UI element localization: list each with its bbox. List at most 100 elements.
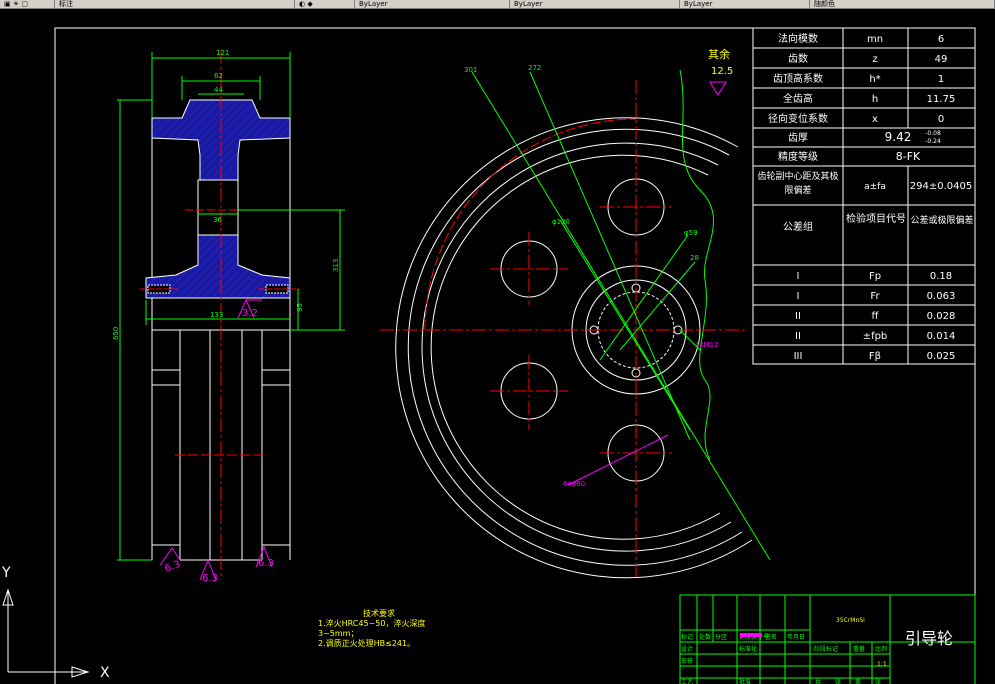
tb-cell: 张 (835, 678, 841, 684)
toolbar-strip: ▣ ☀ ▢ 标注 ◐ ◆ ByLayer ByLayer ByLayer 随颜色 (0, 0, 995, 9)
roughness-symbols (159, 81, 727, 581)
tb-material: 35CrMnSi (836, 617, 865, 624)
row-sym: x (872, 114, 878, 125)
row-val: 1 (938, 74, 944, 85)
linetype-dropdown[interactable]: ByLayer (510, 0, 680, 8)
tb-cell: 张 (875, 678, 881, 684)
check-val: 0.18 (930, 271, 952, 282)
notes-title: 技术要求 (363, 608, 395, 618)
tb-cell: 年月日 (787, 633, 805, 641)
dim-121: 121 (216, 49, 229, 57)
roughness-6-3-a: 6.3 (163, 559, 182, 575)
front-view (380, 69, 753, 580)
cad-drawing[interactable]: 121 62 44 36 133 313 95 650 3.2 6.3 6.3 … (0, 9, 995, 684)
thickness-val: 9.42 (885, 130, 912, 144)
layer-dropdown[interactable]: 标注 (55, 0, 295, 8)
tb-cell: 共 (815, 678, 821, 684)
section-dimensions (117, 52, 345, 561)
title-block: 标记 处数 分区 更改文件号 签名 年月日 设计 标准化 阶段标记 重量 比例 … (679, 594, 976, 684)
dim-650: 650 (112, 327, 120, 340)
check-group: III (794, 351, 803, 362)
notes-line: 3~5mm； (318, 629, 358, 638)
row-name: 齿顶高系数 (773, 72, 823, 85)
lineweight-dropdown[interactable]: ByLayer (680, 0, 810, 8)
row-name: 全齿高 (783, 92, 813, 105)
dim-133: 133 (210, 311, 223, 319)
axis-y-label: Y (1, 565, 11, 581)
check-code: ±fpb (863, 331, 888, 342)
roughness-rest-label: 其余 (708, 47, 730, 61)
check-code: Fp (869, 271, 881, 282)
check-code: ff (872, 311, 880, 322)
accuracy-val: 8-FK (896, 150, 921, 163)
check-val: 0.028 (927, 311, 956, 322)
check-group: II (795, 331, 801, 342)
row-sym: z (872, 54, 877, 65)
toolbar-layer-icons[interactable]: ▣ ☀ ▢ (0, 0, 55, 8)
section-view (140, 50, 300, 580)
check-group: I (797, 271, 800, 282)
row-val: 11.75 (927, 94, 956, 105)
row-name: 齿数 (788, 52, 808, 65)
tb-cell: 第 (855, 678, 861, 684)
dim-301: 301 (464, 66, 477, 74)
tb-cell: 标记 (681, 633, 693, 641)
header-limit: 公差或极限偏差 (910, 216, 974, 226)
tb-scale: 1:1 (877, 661, 887, 668)
tb-cell: 批准 (739, 678, 751, 684)
color-dropdown[interactable]: ByLayer (355, 0, 510, 8)
layer-tools-icons[interactable]: ◐ ◆ (295, 0, 355, 8)
dim-36: 36 (213, 216, 222, 224)
front-dimensions (471, 71, 771, 561)
header-item: 检验项目代号 (846, 214, 906, 225)
roughness-12-5: 12.5 (711, 66, 733, 77)
ucs-icon (2, 588, 90, 678)
row-val: 0 (938, 114, 944, 125)
notes-line: 2.调质正火处理HB≤241。 (318, 638, 415, 648)
row-sym: h* (869, 74, 880, 85)
row-val: 49 (935, 54, 948, 65)
roughness-6-3-b: 6.3 (202, 573, 218, 584)
drawing-canvas[interactable]: 121 62 44 36 133 313 95 650 3.2 6.3 6.3 … (0, 9, 995, 684)
hatch-bottom (145, 234, 291, 299)
roughness-3-2: 3.2 (242, 308, 258, 319)
gear-table: 法向模数 mn 6 齿数 z 49 齿顶高系数 h* 1 全齿高 h 11.75… (752, 27, 976, 365)
check-code: Fr (870, 291, 880, 302)
tb-cell: 处数 (699, 633, 711, 641)
dim-d59: φ59 (684, 229, 698, 237)
dim-28: 28 (690, 254, 699, 262)
row-sym: mn (867, 34, 883, 45)
dim-6xd60: 6xφ60 (563, 480, 585, 488)
thickness-upper: -0.08 (925, 130, 941, 137)
layer-name: 标注 (59, 0, 73, 8)
dim-62: 62 (214, 72, 223, 80)
axis-x-label: X (100, 665, 110, 681)
center-val: 294±0.0405 (910, 181, 972, 192)
check-group: II (795, 311, 801, 322)
check-val: 0.063 (927, 291, 956, 302)
row-name: 法向模数 (778, 32, 818, 45)
check-code: Fβ (869, 351, 881, 362)
technical-notes: 技术要求 1.淬火HRC45~50，淬火深度 3~5mm； 2.调质正火处理HB… (318, 608, 425, 648)
tb-cell: 工艺 (681, 678, 693, 684)
accuracy-name: 精度等级 (778, 150, 818, 163)
dim-44: 44 (214, 86, 223, 94)
part-name: 引导轮 (905, 629, 953, 648)
dim-272: 272 (528, 64, 541, 72)
row-val: 6 (938, 34, 944, 45)
tb-cell: 重量 (853, 645, 865, 653)
plotstyle-dropdown[interactable]: 随颜色 (810, 0, 995, 8)
tb-cell: 比例 (875, 645, 887, 653)
roughness-6-3-c: 6.3 (258, 558, 274, 569)
row-sym: h (872, 94, 878, 105)
thickness-name: 齿厚 (788, 132, 808, 144)
holes6-leader (567, 434, 669, 486)
dim-313: 313 (332, 259, 340, 272)
dim-d120: φ120 (552, 218, 570, 226)
check-val: 0.025 (927, 351, 956, 362)
row-name: 径向变位系数 (768, 112, 828, 125)
dim-4xm12: 4xM12 (695, 341, 719, 349)
notes-line: 1.淬火HRC45~50，淬火深度 (318, 618, 425, 628)
tb-cell: 分区 (715, 633, 727, 641)
header-group: 公差组 (783, 220, 813, 233)
